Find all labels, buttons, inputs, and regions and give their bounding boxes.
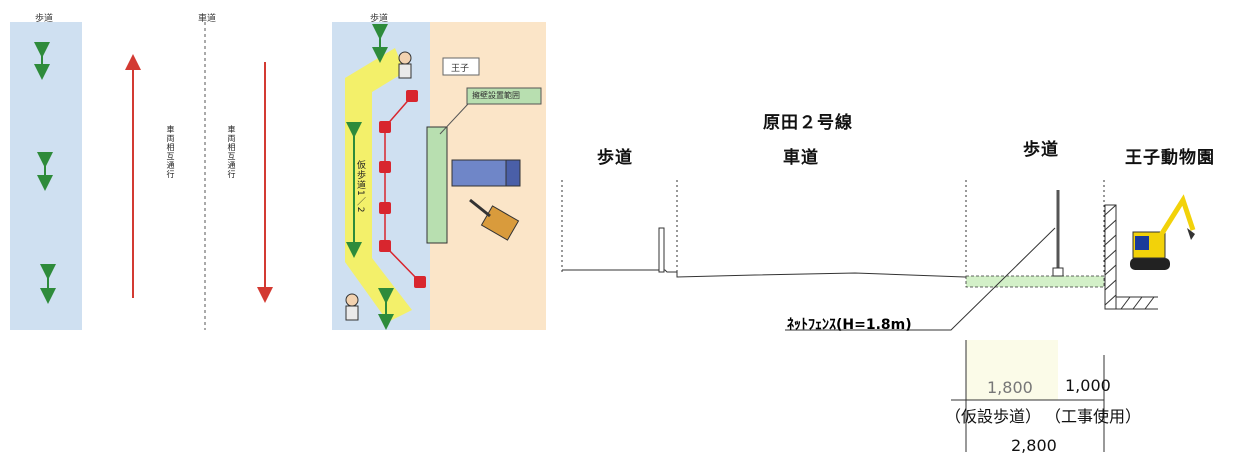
wall-range-label: 擁壁設置範囲	[472, 91, 520, 100]
barrier	[379, 240, 391, 252]
oji-label-box	[442, 57, 480, 76]
traffic-guard-icon	[345, 293, 359, 321]
barrier	[379, 121, 391, 133]
cross-section: 原田２号線 歩道 車道 歩道 王子動物園	[555, 0, 1243, 455]
dim-work-label: （工事使用）	[1045, 407, 1142, 426]
plan-view: 歩道 車道 歩道	[0, 0, 550, 335]
temp-sidewalk-label: 仮歩道1／2	[355, 160, 365, 214]
wall-range-label-box	[466, 87, 542, 105]
truck-icon	[451, 159, 508, 187]
plan-label-roadway: 車道	[198, 14, 217, 24]
wall-range-leader	[439, 103, 469, 135]
route-name: 原田２号線	[763, 113, 853, 133]
fence-leader	[785, 227, 1056, 331]
wall-range-rect	[426, 126, 448, 244]
traffic-guard-icon	[398, 51, 412, 79]
section-drawing	[561, 180, 1196, 452]
dim-total-value: 2,800	[1011, 436, 1057, 455]
net-fence-label: ﾈｯﾄﾌｪﾝｽ(H=1.8m)	[787, 317, 912, 333]
section-label-zoo: 王子動物園	[1125, 148, 1215, 168]
dim-temp-value: 1,800	[987, 378, 1033, 397]
ground-line	[562, 269, 1103, 278]
temp-sidewalk-section	[965, 275, 1105, 288]
excavator-icon	[1130, 194, 1196, 270]
dim-temp-label: （仮設歩道）	[945, 407, 1042, 426]
dim-work-value: 1,000	[1065, 376, 1111, 395]
retaining-wall	[1104, 204, 1117, 310]
two-way-label-left: 車両相互通行	[166, 125, 175, 179]
section-label-sidewalk-right: 歩道	[1023, 140, 1059, 160]
section-label-sidewalk-left: 歩道	[597, 148, 633, 168]
barrier	[406, 90, 418, 102]
plan-label-sidewalk-right: 歩道	[370, 14, 389, 24]
section-label-roadway: 車道	[783, 148, 819, 168]
dim-temp-fill	[966, 340, 1058, 400]
barrier	[414, 276, 426, 288]
two-way-label-right: 車両相互通行	[227, 125, 236, 179]
plan-label-sidewalk-left: 歩道	[35, 14, 54, 24]
oji-label: 王子	[451, 64, 470, 74]
excavator-plan-icon	[469, 198, 520, 241]
plan-drawing	[10, 22, 546, 330]
barrier	[379, 161, 391, 173]
barrier	[379, 202, 391, 214]
